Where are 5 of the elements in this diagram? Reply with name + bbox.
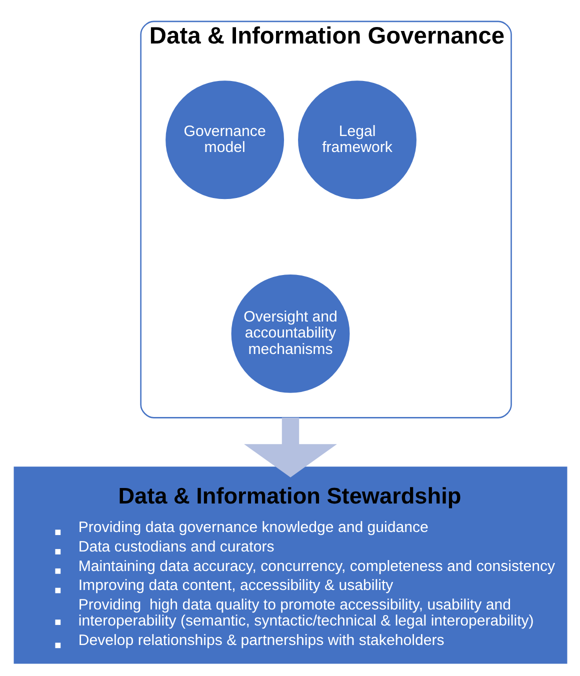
- arrow: [244, 418, 336, 478]
- node-circle: Legal framework: [295, 78, 418, 202]
- node-box: Data & Information Stewardship Providing data governance knowledge and guidance Data custodians and curators Maintaining data accuracy, concurrency, completeness and consistency Improving data content, accessibility & usability Providing high data quality to promote accessibility, usability and interoperability (semantic, syntactic/technical & legal interoperability) Develop relationships & partnerships with stakeholders: [13, 466, 567, 664]
- node-circle: Governance model: [162, 78, 286, 202]
- node-circle: Oversight and accountability mechanisms: [228, 272, 352, 396]
